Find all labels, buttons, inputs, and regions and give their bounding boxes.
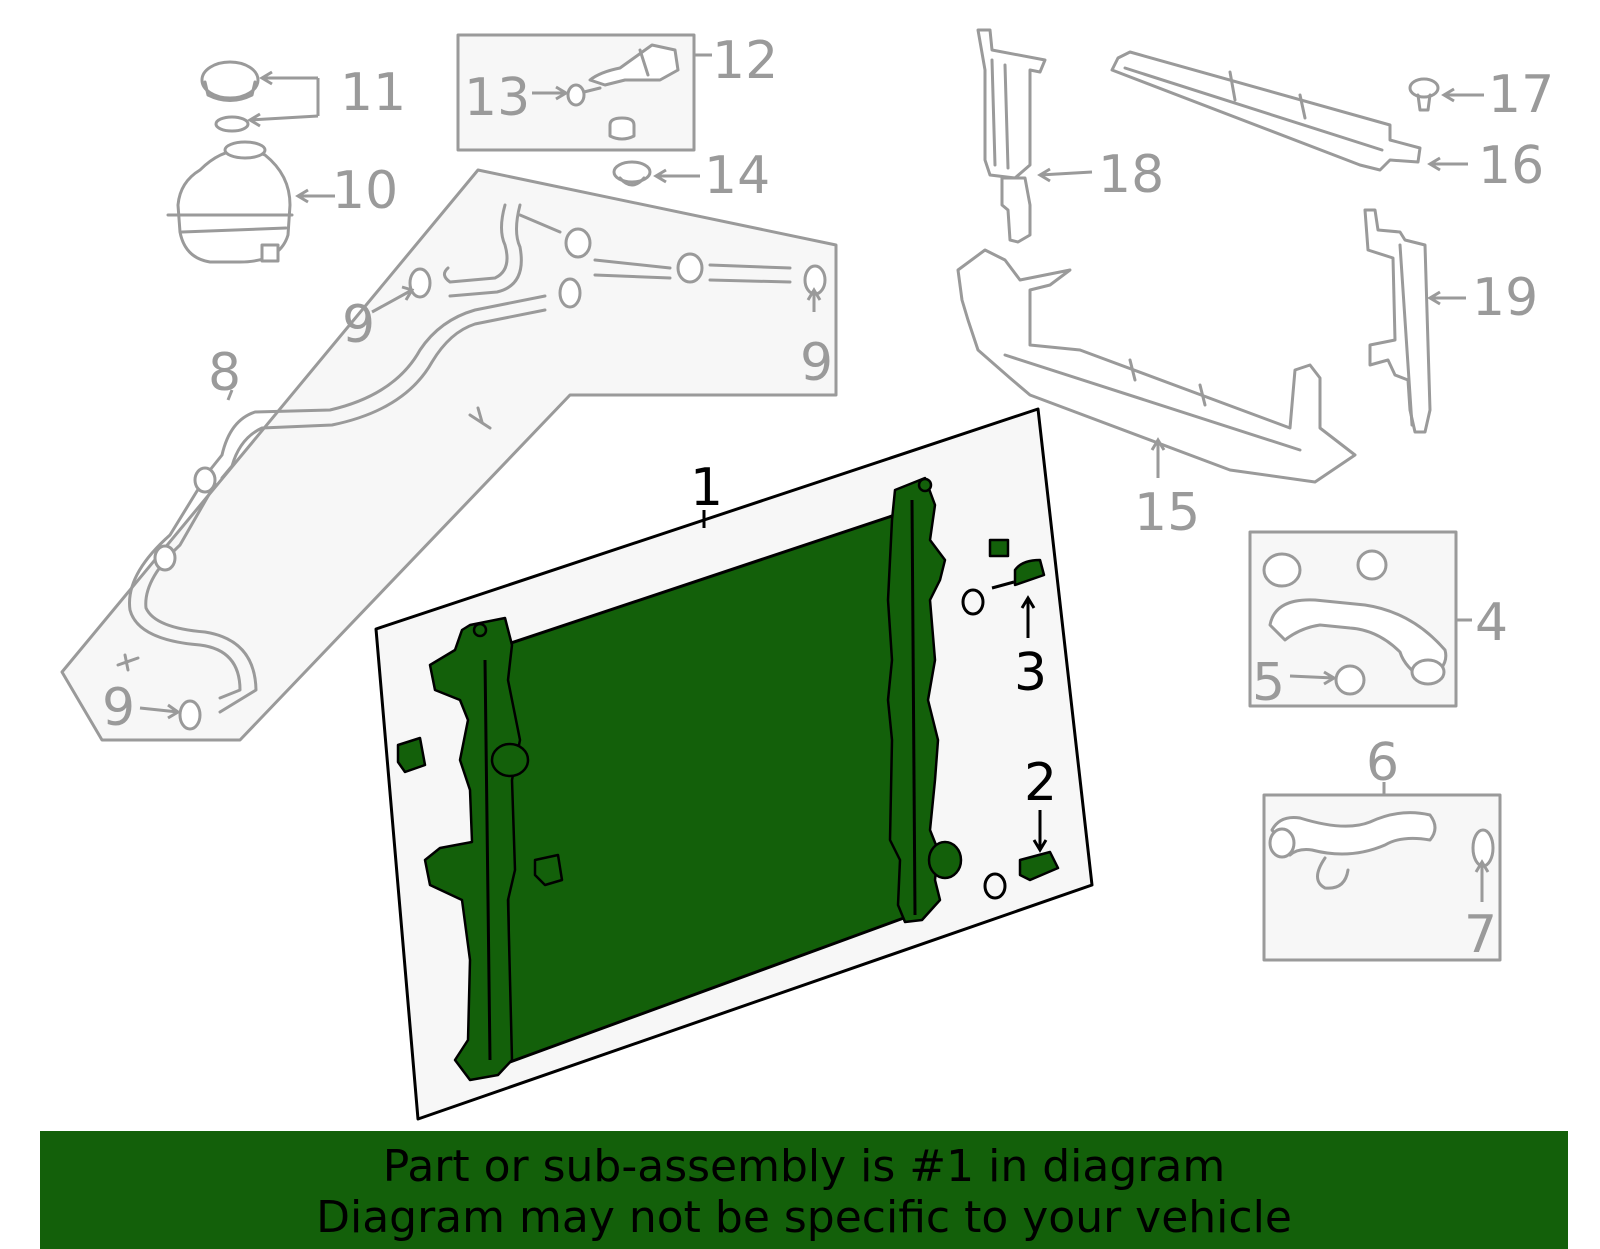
callout-1: 1 (690, 458, 723, 518)
callout-8: 8 (208, 343, 241, 403)
callout-14: 14 (704, 146, 770, 206)
push-pin-17 (1408, 77, 1484, 112)
callout-9-lower: 9 (102, 678, 135, 738)
reservoir-cap-11 (200, 60, 320, 133)
callout-15: 15 (1134, 483, 1200, 543)
callout-13: 13 (464, 68, 530, 128)
info-banner: Part or sub-assembly is #1 in diagram Di… (40, 1131, 1568, 1249)
callout-6: 6 (1366, 733, 1399, 793)
hose-panel-6 (1262, 782, 1502, 962)
callout-5: 5 (1252, 653, 1285, 713)
callout-9-right: 9 (800, 333, 833, 393)
callout-19: 19 (1472, 268, 1538, 328)
callout-18: 18 (1098, 145, 1164, 205)
callout-10: 10 (332, 161, 398, 221)
callout-11: 11 (340, 63, 406, 123)
coolant-reservoir-10 (166, 140, 335, 264)
bracket-panel-12 (456, 33, 712, 152)
callout-labels: 1 2 3 4 5 6 7 8 9 9 9 10 11 12 13 14 15 … (102, 31, 1554, 965)
callout-4: 4 (1475, 593, 1508, 653)
banner-line-part: Part or sub-assembly is #1 in diagram (382, 1141, 1226, 1192)
hose-panel-4 (1248, 530, 1472, 708)
callout-17: 17 (1488, 65, 1554, 125)
radiator-panel-1 (374, 407, 1094, 1121)
hose-panel-8 (60, 168, 838, 742)
callout-3: 3 (1014, 643, 1047, 703)
callout-7: 7 (1464, 905, 1497, 965)
callout-12: 12 (712, 31, 778, 91)
callout-9-upper-left: 9 (342, 295, 375, 355)
banner-line-disclaimer: Diagram may not be specific to your vehi… (316, 1192, 1292, 1243)
callout-16: 16 (1478, 136, 1544, 196)
bracket-18 (976, 28, 1093, 244)
baffle-15 (956, 248, 1357, 484)
bracket-19 (1363, 208, 1466, 434)
baffle-16 (1110, 50, 1468, 172)
callout-2: 2 (1024, 753, 1057, 813)
grommet-14 (612, 160, 700, 187)
